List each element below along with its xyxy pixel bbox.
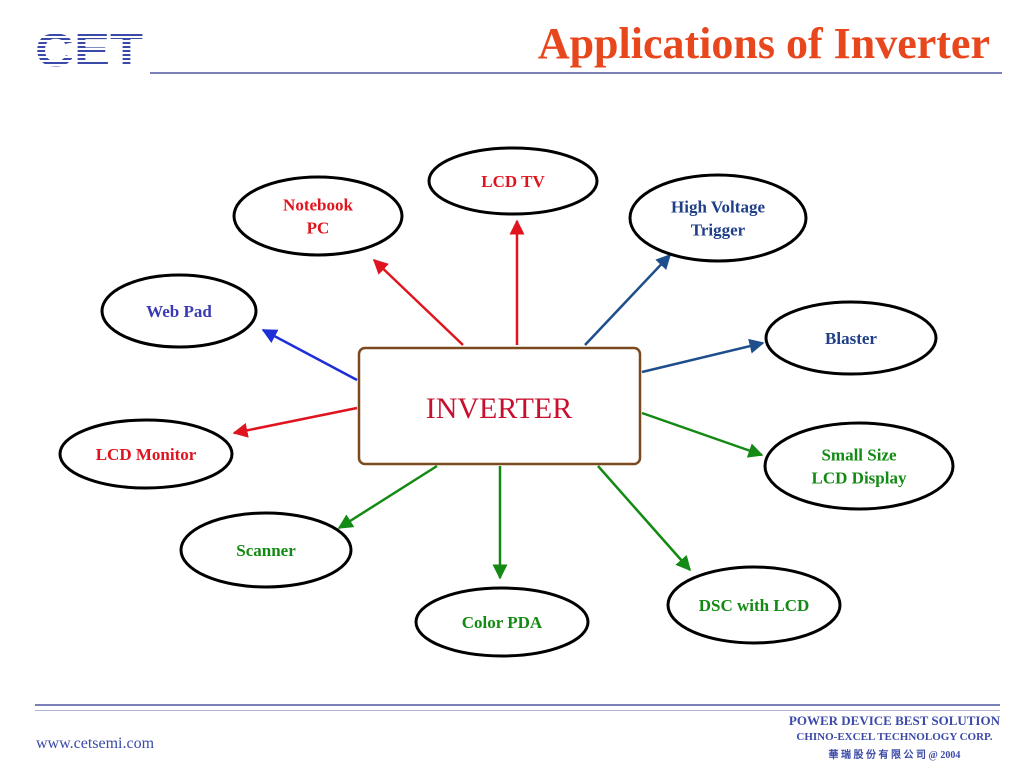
node-lcd-tv: LCD TV	[427, 146, 599, 216]
page-title: Applications of Inverter	[537, 19, 990, 68]
node-label: LCD TV	[481, 172, 545, 191]
node-ellipse	[628, 173, 808, 263]
arrow-to-blaster	[641, 338, 765, 374]
node-web-pad: Web Pad	[100, 273, 258, 349]
node-label: Notebook	[283, 196, 353, 215]
arrow-to-small-size-lcd-display	[641, 411, 764, 458]
arrow-to-notebook-pc	[372, 258, 464, 346]
node-label: LCD Monitor	[96, 445, 197, 464]
cet-logo: CET	[35, 26, 143, 70]
footer-company-name: CHINO-EXCEL TECHNOLOGY CORP.	[796, 731, 993, 743]
footer-slogan: POWER DEVICE BEST SOLUTION	[788, 713, 1000, 728]
node-ellipse	[179, 511, 353, 589]
svg-text:CET: CET	[35, 26, 143, 70]
website-link[interactable]: www.cetsemi.com	[36, 735, 155, 752]
node-label: High Voltage	[671, 198, 765, 217]
header-divider	[150, 72, 1002, 74]
arrow-to-high-voltage-trigger	[584, 253, 672, 346]
node-ellipse	[58, 418, 234, 490]
node-label: Color PDA	[462, 613, 543, 632]
node-label: LCD Display	[812, 469, 907, 488]
node-lcd-monitor: LCD Monitor	[58, 418, 234, 490]
node-label: DSC with LCD	[699, 596, 810, 615]
footer-company-chinese: 華 瑞 股 份 有 限 公 司 @ 2004	[828, 750, 961, 761]
node-ellipse	[100, 273, 258, 349]
node-ellipse	[763, 421, 955, 511]
company-footer: POWER DEVICE BEST SOLUTION CHINO-EXCEL T…	[789, 713, 1000, 761]
arrow-to-lcd-monitor	[232, 406, 358, 438]
node-dsc-with-lcd: DSC with LCD	[666, 565, 842, 645]
center-box: INVERTER	[357, 346, 642, 466]
center-label: INVERTER	[426, 392, 573, 425]
node-color-pda: Color PDA	[414, 586, 590, 658]
node-ellipse	[414, 586, 590, 658]
arrow-to-scanner	[337, 464, 438, 530]
node-scanner: Scanner	[179, 511, 353, 589]
arrow-to-dsc-with-lcd	[597, 465, 691, 572]
node-label: Web Pad	[146, 302, 212, 321]
node-label: Scanner	[236, 541, 296, 560]
node-ellipse	[232, 175, 404, 257]
footer-divider-thin	[35, 710, 1000, 711]
footer-divider	[35, 704, 1000, 706]
node-ellipse	[666, 565, 842, 645]
node-label: PC	[307, 219, 330, 238]
arrow-to-web-pad	[261, 328, 358, 382]
node-blaster: Blaster	[764, 300, 938, 376]
node-ellipse	[764, 300, 938, 376]
node-label: Small Size	[821, 446, 897, 465]
node-ellipse	[427, 146, 599, 216]
node-label: Blaster	[825, 329, 877, 348]
node-label: Trigger	[691, 221, 746, 240]
